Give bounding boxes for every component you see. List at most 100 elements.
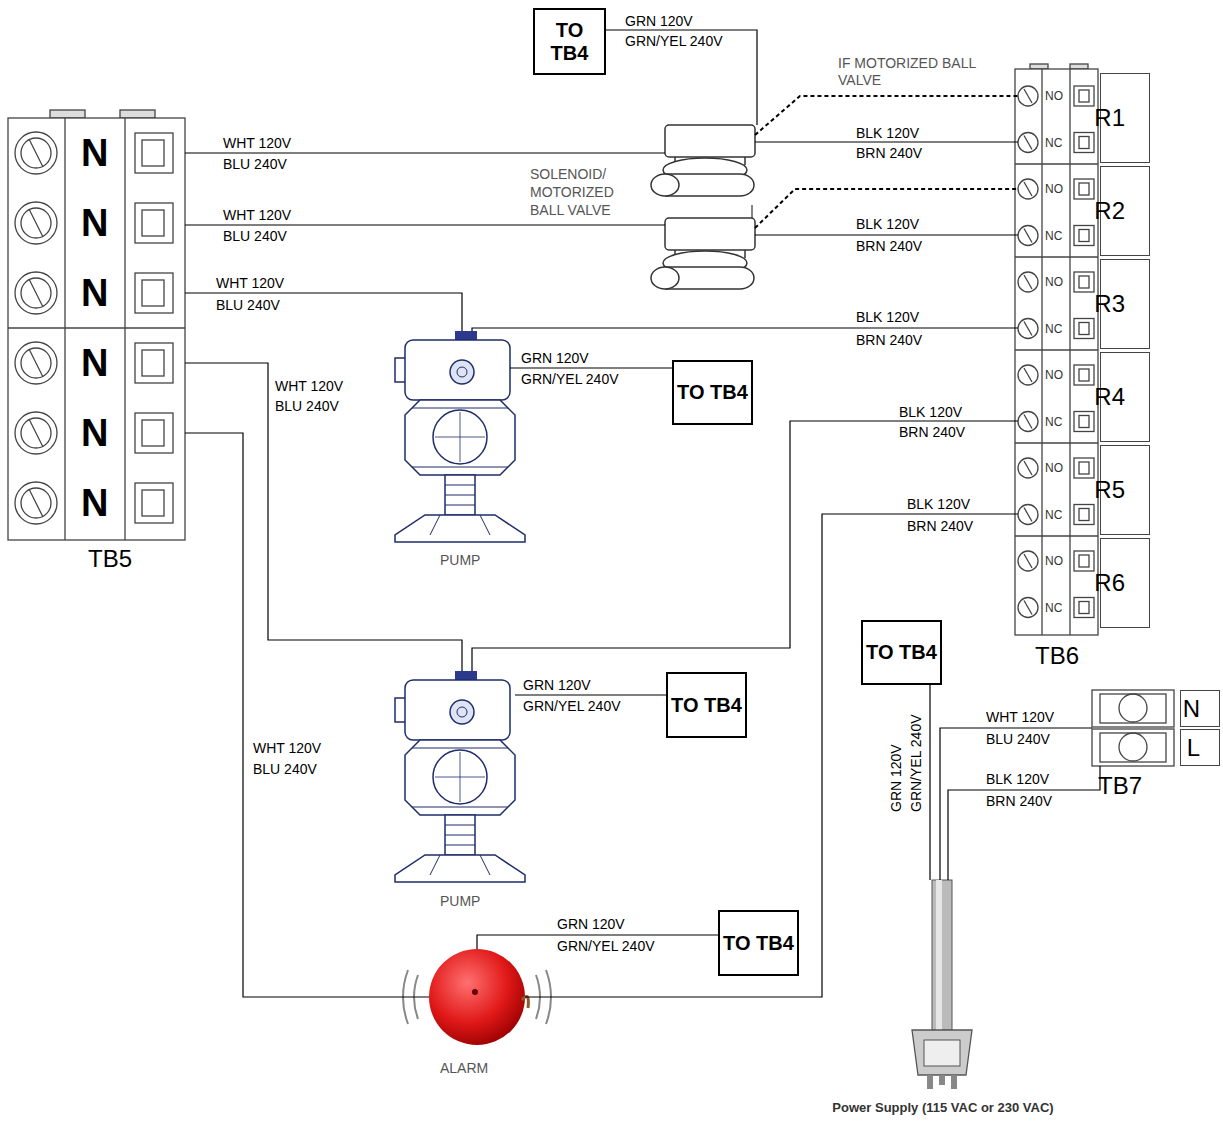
pumps-part: [395, 331, 525, 542]
terminal-block-tb6-part: [1024, 136, 1032, 150]
block-name: TB6: [1035, 642, 1079, 670]
terminal-block-tb6-part: [1074, 319, 1094, 339]
terminal-block-tb7-part: [1119, 733, 1147, 761]
terminal-block-tb6-part: [1018, 551, 1038, 571]
terminal-block-tb6-part: [1074, 133, 1094, 153]
terminal-block-tb5-part: [135, 483, 173, 523]
box-text: N: [1183, 695, 1200, 723]
terminal-label-box: N: [1180, 690, 1220, 727]
wire-color-label: GRN/YEL 240V: [520, 371, 620, 387]
dashed-wires: [755, 96, 1018, 228]
terminal-block-tb6-part: [1015, 535, 1098, 536]
wires: [185, 30, 1100, 997]
terminal-block-tb7-part: [1092, 690, 1174, 727]
terminal-block-tb6-part: [1074, 365, 1094, 385]
wire-color-label: GRN 120V: [520, 350, 590, 366]
terminal-block-tb7-part: [1119, 694, 1147, 722]
terminal-block-tb5-part: [142, 140, 164, 166]
wires-part: [948, 766, 1100, 880]
terminal-block-tb5-part: [135, 413, 173, 453]
wire-color-label: BRN 240V: [898, 424, 966, 440]
wires-part: [755, 234, 1018, 235]
terminal-block-tb7-part: [1100, 694, 1166, 723]
wire-color-label: BLU 240V: [215, 297, 281, 313]
terminal-block-tb6-part: [1079, 276, 1089, 288]
terminal-block-tb5-part: [135, 343, 173, 383]
terminal-letter: N: [81, 271, 108, 315]
terminal-block-tb5-part: [135, 273, 173, 313]
ground-target-box: TO TB4: [861, 620, 942, 685]
contact-label: NC: [1045, 508, 1062, 522]
terminal-block-tb6-part: [1079, 416, 1089, 428]
wire-color-label: BRN 240V: [855, 332, 923, 348]
box-text: R6: [1094, 569, 1125, 597]
wires-part: [751, 205, 752, 218]
terminal-block-tb6-part: [1074, 551, 1094, 571]
terminal-block-tb5-part: [21, 278, 51, 308]
terminal-block-tb6-part: [1079, 90, 1089, 102]
terminal-block-tb6: [1015, 64, 1098, 635]
power-plug-part: [951, 1075, 957, 1089]
wires-part: [472, 328, 1018, 331]
terminal-block-tb5-part: [135, 133, 173, 173]
box-text: R1: [1094, 104, 1125, 132]
wire-color-label: GRN 120V: [888, 744, 904, 812]
box-text: TO TB4: [723, 932, 794, 954]
terminal-block-tb6-part: [1018, 365, 1038, 385]
wire-color-label: BRN 240V: [985, 793, 1053, 809]
contact-label: NO: [1045, 89, 1063, 103]
terminal-block-tb6-part: [1018, 272, 1038, 292]
box-text: TO TB4: [535, 19, 604, 64]
valves: [651, 125, 755, 289]
wire-color-label: BLK 120V: [898, 404, 963, 420]
wire-color-label: WHT 120V: [274, 378, 344, 394]
terminal-block-tb6-part: [1074, 179, 1094, 199]
terminal-block-tb5-part: [15, 132, 57, 174]
terminal-block-tb5-part: [15, 482, 57, 524]
wire-color-label: BLK 120V: [985, 771, 1050, 787]
wire-color-label: WHT 120V: [222, 207, 292, 223]
terminal-block-tb5-part: [21, 418, 51, 448]
terminal-block-tb6-part: [1018, 412, 1038, 432]
terminal-block-tb6-part: [1074, 505, 1094, 525]
terminal-block-tb6-part: [1018, 598, 1038, 618]
pumps: [395, 331, 525, 882]
pumps-part: [395, 671, 525, 882]
contact-label: NC: [1045, 601, 1062, 615]
terminal-block-tb5-part: [15, 412, 57, 454]
terminal-label-box: R4: [1100, 352, 1150, 442]
terminal-block-tb7-part: [1092, 729, 1174, 766]
terminal-block-tb6-part: [1024, 275, 1032, 289]
box-text: R2: [1094, 197, 1125, 225]
terminal-block-tb5-part: [135, 203, 173, 243]
terminal-block-tb6-part: [1024, 368, 1032, 382]
supply-note: Power Supply (115 VAC or 230 VAC): [832, 1100, 1053, 1116]
terminal-block-tb6-part: [1079, 323, 1089, 335]
power-plug-part: [932, 880, 952, 1030]
wire-color-label: BLU 240V: [985, 731, 1051, 747]
terminal-letter: N: [81, 341, 108, 385]
block-name: TB7: [1098, 772, 1142, 800]
box-text: TO TB4: [677, 381, 748, 403]
wires-part: [510, 367, 672, 368]
alarm-bell-part: [429, 949, 525, 1045]
box-text: TO TB4: [671, 694, 742, 716]
contact-label: NO: [1045, 368, 1063, 382]
terminal-block-tb6-part: [1015, 69, 1098, 635]
ground-target-box: TO TB4: [672, 360, 753, 425]
terminal-block-tb6-part: [1074, 458, 1094, 478]
terminal-block-tb6-part: [1079, 183, 1089, 195]
terminal-block-tb6-part: [1018, 179, 1038, 199]
box-text: L: [1187, 734, 1200, 762]
contact-label: NO: [1045, 461, 1063, 475]
terminal-block-tb6-part: [1024, 415, 1032, 429]
terminal-label-box: R3: [1100, 259, 1150, 349]
terminal-block-tb5-part: [29, 349, 43, 377]
terminal-block-tb6-part: [1079, 509, 1089, 521]
wires-part: [185, 293, 462, 331]
wire-color-label: GRN/YEL 240V: [522, 698, 622, 714]
terminal-block-tb5-part: [8, 118, 185, 540]
terminal-block-tb6-part: [1024, 322, 1032, 336]
